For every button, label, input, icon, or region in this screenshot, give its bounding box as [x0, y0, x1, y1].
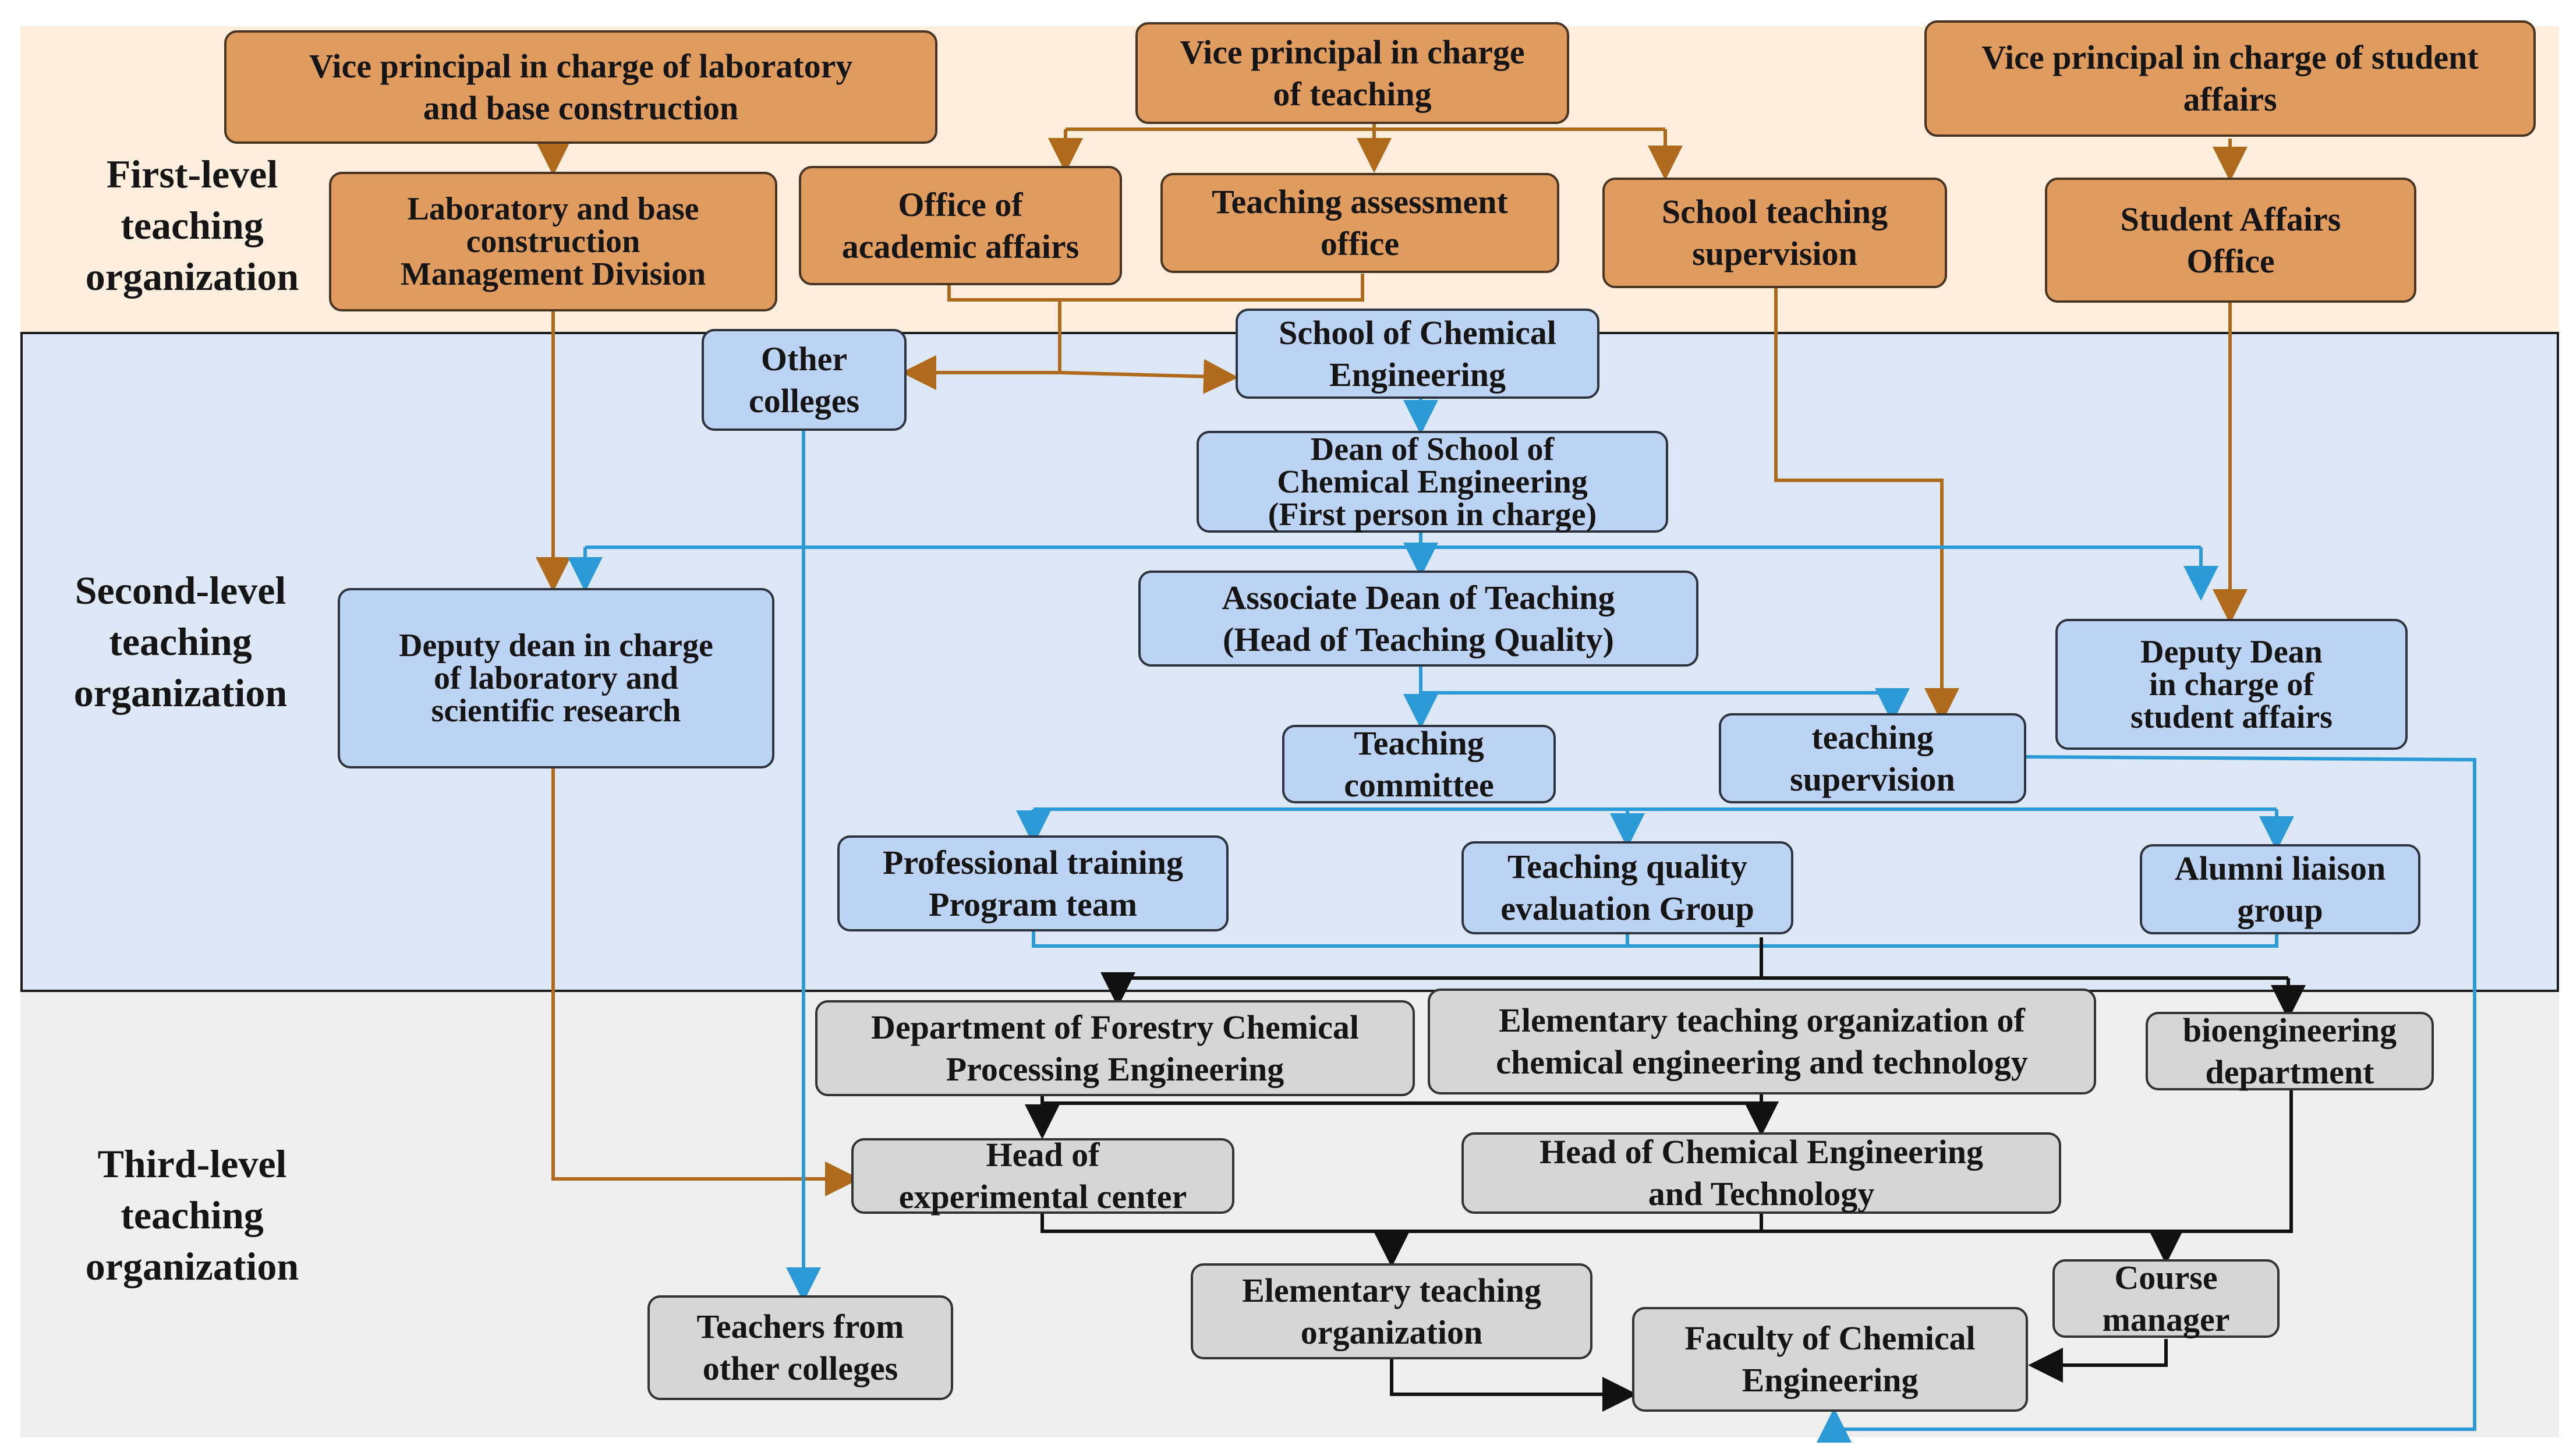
node-elem-chem-org: Elementary teaching organization of chem…	[1428, 989, 2096, 1094]
third-level-label: Third-level teaching organization	[85, 1142, 299, 1288]
node-teaching-supervision: teaching supervision	[1719, 713, 2026, 803]
node-head-chem-tech: Head of Chemical Engineering and Technol…	[1461, 1132, 2061, 1214]
node-vp-teaching: Vice principal in charge of teaching	[1135, 22, 1569, 124]
node-school-supervision: School teaching supervision	[1602, 178, 1947, 288]
node-quality-group: Teaching quality evaluation Group	[1461, 841, 1793, 934]
node-head-exp-center: Head of experimental center	[851, 1136, 1234, 1216]
node-school-chem: School of Chemical Engineering	[1236, 309, 1599, 399]
node-other-colleges: Other colleges	[702, 329, 907, 431]
node-teaching-committee: Teaching committee	[1282, 724, 1556, 804]
node-lab-division: Laboratory and base construction Managem…	[329, 172, 777, 311]
second-level-label: Second-level teaching organization	[73, 568, 288, 715]
node-elem-org: Elementary teaching organization	[1191, 1263, 1592, 1359]
node-faculty: Faculty of Chemical Engineering	[1632, 1307, 2028, 1412]
node-vp-lab: Vice principal in charge of laboratory a…	[224, 30, 937, 144]
node-bio-dept: bioengineering department	[2146, 1011, 2434, 1091]
node-student-affairs-office: Student Affairs Office	[2045, 178, 2416, 303]
node-dean: Dean of School of Chemical Engineering (…	[1197, 431, 1668, 533]
node-assoc-dean: Associate Dean of Teaching (Head of Teac…	[1138, 571, 1698, 667]
node-training-team: Professional training Program team	[837, 835, 1229, 931]
node-alumni-group: Alumni liaison group	[2140, 844, 2420, 934]
node-deputy-student: Deputy Dean in charge of student affairs	[2055, 619, 2408, 750]
node-course-manager: Course manager	[2052, 1259, 2280, 1338]
node-deputy-lab: Deputy dean in charge of laboratory and …	[338, 588, 774, 768]
node-teachers-other: Teachers from other colleges	[647, 1295, 953, 1400]
node-dept-forestry: Department of Forestry Chemical Processi…	[815, 1000, 1415, 1096]
node-assessment-office: Teaching assessment office	[1160, 173, 1559, 273]
node-academic-affairs: Office of academic affairs	[799, 166, 1122, 285]
first-level-label: First-level teaching organization	[85, 152, 299, 299]
node-vp-student: Vice principal in charge of student affa…	[1924, 20, 2536, 137]
